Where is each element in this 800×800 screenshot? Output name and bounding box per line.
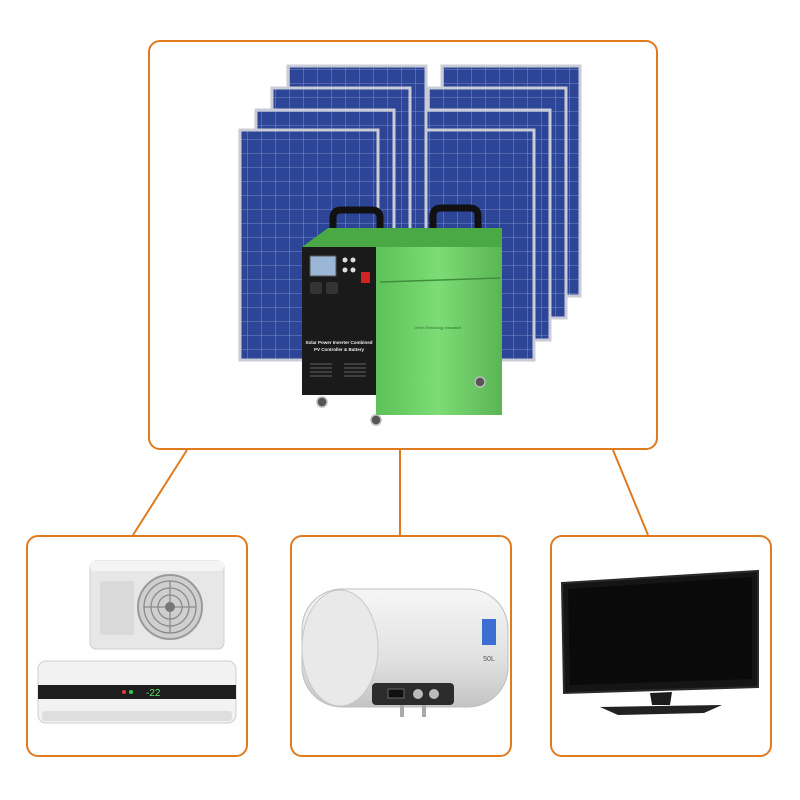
generator-side-text: Green Technology Innovation	[415, 326, 462, 330]
solar-generator: Solar Power Inverter Combined PV Control…	[302, 204, 502, 426]
generator-body	[376, 247, 502, 415]
capacity-label: 50L	[483, 656, 495, 663]
power-switch	[361, 272, 370, 283]
connector-tv	[612, 449, 649, 536]
wheel	[316, 396, 328, 408]
tv-stand	[600, 705, 722, 715]
right-handle	[429, 204, 482, 232]
generator-label-1: Solar Power Inverter Combined	[305, 340, 372, 345]
television-illustration	[560, 569, 759, 715]
energy-label	[482, 619, 496, 645]
solar-system-box: Solar Power Inverter Combined PV Control…	[148, 40, 658, 450]
tv-neck	[650, 692, 672, 705]
wheel	[370, 414, 382, 426]
solar-system-illustration: Solar Power Inverter Combined PV Control…	[238, 64, 582, 426]
air-conditioner-illustration: -22	[37, 560, 237, 724]
wheel	[474, 376, 486, 388]
connector-ac	[132, 449, 188, 536]
television-box	[550, 535, 772, 757]
water-heater-illustration: 50L	[301, 588, 509, 717]
air-conditioner-box: -22	[26, 535, 248, 757]
indoor-display-strip	[38, 685, 236, 699]
left-handle	[329, 206, 384, 232]
generator-label-2: PV Controller & Battery	[314, 347, 365, 352]
ac-temperature-display: -22	[146, 688, 161, 699]
water-heater-box: 50L	[290, 535, 512, 757]
lcd-screen	[309, 255, 337, 277]
